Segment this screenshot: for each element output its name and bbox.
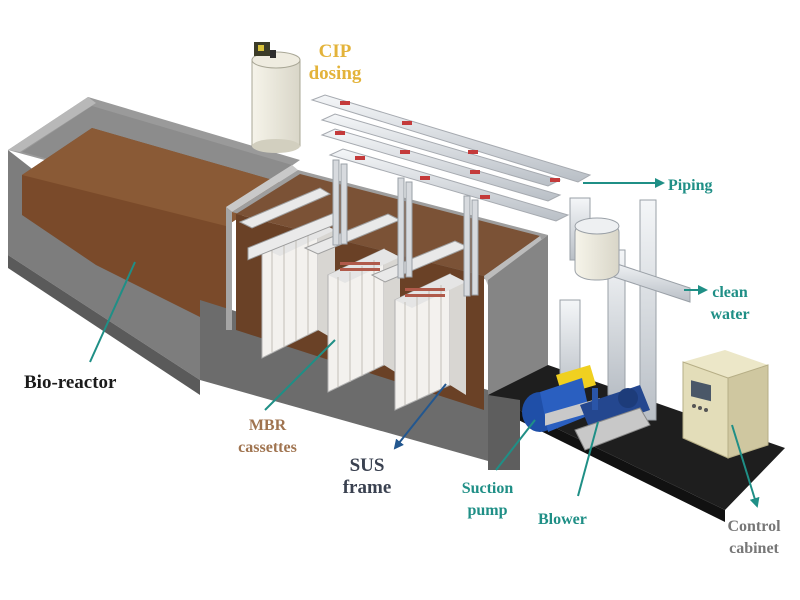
suction-line-1: Suction bbox=[461, 480, 514, 497]
mbr-line-1: MBR bbox=[248, 417, 287, 434]
clean-water-line-1: clean bbox=[712, 284, 748, 301]
cip-dosing-label: CIP dosing bbox=[295, 41, 375, 85]
mbr-cassette-3 bbox=[394, 273, 466, 411]
header-pipes bbox=[310, 94, 592, 222]
clean-water-line-2: water bbox=[710, 306, 750, 323]
annotation-lines bbox=[89, 178, 760, 508]
control-line-2: cabinet bbox=[729, 540, 779, 557]
suction-pump-leader bbox=[495, 419, 536, 471]
sus-frame-label: SUS frame bbox=[337, 455, 397, 499]
mbr-cassette-frame-bars bbox=[238, 187, 470, 283]
blower-leader bbox=[577, 421, 599, 497]
bio-reactor-tank bbox=[8, 97, 520, 470]
suction-pump-label: Suction pump bbox=[450, 478, 525, 522]
drop-pipes bbox=[332, 159, 479, 297]
blower-label: Blower bbox=[538, 511, 587, 528]
mbr-line-2: cassettes bbox=[238, 439, 297, 456]
suction-pump bbox=[522, 365, 600, 432]
sus-line-1: SUS bbox=[349, 455, 385, 476]
piping-label: Piping bbox=[668, 177, 713, 194]
clean-water-label: clean water bbox=[700, 282, 760, 326]
cip-line-1: CIP bbox=[318, 41, 352, 62]
cip-line-2: dosing bbox=[308, 63, 362, 84]
riser-and-outlet-pipes bbox=[559, 197, 691, 421]
cip-dosing-tank bbox=[251, 42, 301, 153]
bio-reactor-leader bbox=[89, 261, 136, 363]
bio-reactor-label: Bio-reactor bbox=[24, 372, 117, 393]
sus-frame-arrow bbox=[393, 383, 447, 450]
pipe-valves bbox=[335, 101, 560, 199]
control-cabinet-label: Control cabinet bbox=[714, 516, 794, 560]
mbr-cassettes-label: MBR cassettes bbox=[220, 415, 315, 459]
control-cabinet-arrow bbox=[731, 424, 760, 508]
mbr-cassettes-leader bbox=[264, 339, 336, 411]
control-line-1: Control bbox=[727, 518, 781, 535]
surge-vessel bbox=[574, 217, 620, 281]
sus-line-2: frame bbox=[342, 477, 392, 498]
suction-line-2: pump bbox=[467, 502, 508, 519]
control-cabinet bbox=[682, 350, 769, 459]
